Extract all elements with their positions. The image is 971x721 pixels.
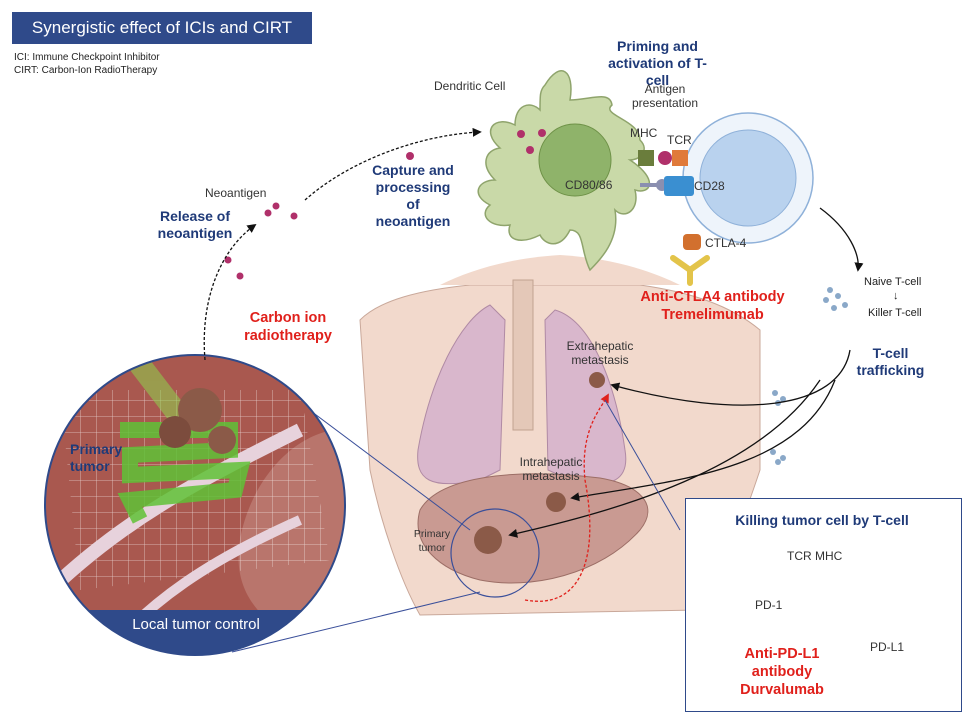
local-tumor-control: Local tumor control (132, 616, 260, 633)
step-release: Release of neoantigen (157, 208, 233, 241)
dendritic-cell (477, 70, 651, 272)
arrow-capture (304, 127, 482, 201)
arrow-release (203, 223, 257, 361)
arrow-trafficking (819, 207, 864, 272)
body-liver (417, 372, 649, 584)
label-arrow-down: ↓ (893, 290, 899, 302)
label-tcr: TCR (667, 133, 692, 147)
step-capture: Capture and processing of neoantigen (372, 162, 454, 229)
drug-anti-pdl1-l1: Anti-PD-L1 (744, 646, 820, 662)
legend-ici: ICI: Immune Checkpoint Inhibitor (14, 52, 160, 63)
label-ctla4: CTLA-4 (705, 236, 747, 250)
label-antigen-presentation: Antigen presentation (631, 82, 699, 110)
mhc-tcr-complex (638, 149, 688, 167)
arrow-red-metastasis (524, 393, 609, 602)
neoantigen-dots (224, 152, 414, 280)
ctla4-antibody (670, 234, 710, 286)
arrow-to-intrahepatic (570, 379, 836, 502)
figure-title: Synergistic effect of ICIs and CIRT (12, 12, 312, 44)
label-cd80-86: CD80/86 (565, 178, 613, 192)
label-dendritic-cell: Dendritic Cell (434, 79, 506, 93)
t-cell (682, 112, 814, 244)
label-pdl1: PD-L1 (870, 640, 905, 654)
label-cd28: CD28 (694, 179, 725, 193)
label-intrahepatic: Intrahepatic metastasis (519, 455, 583, 483)
drug-anti-ctla4-l1: Anti-CTLA4 antibody (640, 289, 785, 305)
label-killer-tcell: Killer T-cell (868, 307, 922, 319)
label-mhc: MHC (630, 126, 658, 140)
label-extrahepatic: Extrahepatic metastasis (566, 339, 634, 367)
label-carbon-ion: Carbon ion radiotherapy (244, 310, 332, 344)
trachea (512, 279, 534, 431)
label-pd1: PD-1 (755, 598, 783, 612)
killing-panel (685, 498, 962, 712)
label-naive-tcell: Naive T-cell (864, 276, 922, 288)
legend-cirt: CIRT: Carbon-Ion RadioTherapy (14, 65, 158, 76)
arrow-to-extrahepatic (610, 349, 851, 406)
body-zoom-ring (450, 508, 540, 598)
label-primary-tumor-zoom: Primary tumor (70, 441, 123, 474)
step-priming: Priming and activation of T-cell (608, 38, 707, 88)
cd80-cd28 (640, 176, 694, 196)
drug-anti-pdl1-l3: Durvalumab (740, 682, 824, 698)
step-trafficking: T-cell trafficking (856, 345, 925, 378)
arrow-to-primary (508, 379, 821, 538)
tcell-clusters (770, 287, 848, 465)
label-primary-tumor-body: Primary tumor (413, 528, 451, 554)
label-kill-tcr-mhc: TCR MHC (787, 549, 843, 563)
drug-anti-ctla4-l2: Tremelimumab (661, 307, 764, 323)
step-killing: Killing tumor cell by T-cell (735, 512, 909, 528)
label-neoantigen: Neoantigen (205, 186, 267, 200)
drug-anti-pdl1-l2: antibody (751, 664, 813, 680)
